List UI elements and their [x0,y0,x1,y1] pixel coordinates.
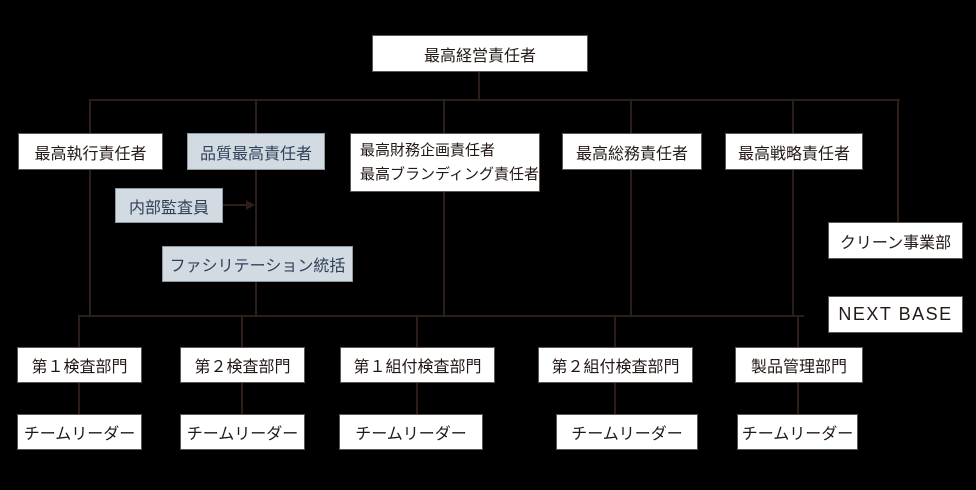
node-leader-1: チームリーダー [17,414,142,450]
node-leader-5: チームリーダー [737,414,858,450]
node-next-base-label: NEXT BASE [838,304,953,324]
connector-leader5 [797,383,799,415]
connector-cqo-bottom [255,169,257,317]
connector-leader1 [78,383,80,415]
node-coo-label: 最高執行責任者 [34,145,147,163]
node-cgao: 最高総務責任者 [562,133,702,170]
node-facilitation: ファシリテーション統括 [162,246,353,282]
node-cqo-label: 品質最高責任者 [199,145,312,163]
node-cso: 最高戦略責任者 [725,133,863,170]
node-leader-2: チームリーダー [180,414,305,450]
node-dept-1-label: 第１検査部門 [31,359,128,376]
connector-clean-division [897,99,899,223]
node-dept-5: 製品管理部門 [735,347,863,383]
connector-top-bus [89,99,900,101]
node-dept-2: 第２検査部門 [180,347,305,383]
node-internal-auditor: 内部監査員 [115,188,223,223]
connector-cqo-top [255,99,257,134]
node-leader-1-label: チームリーダー [23,426,136,443]
node-leader-2-label: チームリーダー [186,426,299,443]
node-dept-1: 第１検査部門 [17,347,142,383]
connector-coo-top [89,99,91,134]
node-dept-3: 第１組付検査部門 [340,347,495,383]
node-cso-label: 最高戦略責任者 [737,145,850,163]
auditor-arrow-head-icon [246,200,255,210]
node-ceo-label: 最高経営責任者 [423,47,536,65]
node-leader-5-label: チームリーダー [741,426,854,443]
connector-dept4-drop [614,315,616,348]
connector-dept3-drop [416,315,418,348]
connector-bottom-bus [78,315,804,317]
node-cfo-label: 最高財務企画責任者 [360,142,496,160]
auditor-arrow-shaft [223,204,248,206]
connector-leader2 [241,383,243,415]
connector-cfo-top [443,99,445,134]
node-leader-3-label: チームリーダー [355,426,467,443]
node-internal-auditor-label: 内部監査員 [128,199,209,217]
node-clean-division-label: クリーン事業部 [839,234,952,252]
node-ceo: 最高経営責任者 [372,35,588,72]
node-cfo-cbo: 最高財務企画責任者 最高ブランディング責任者 [350,133,540,192]
node-coo: 最高執行責任者 [18,133,163,170]
connector-coo-bottom [89,169,91,317]
node-leader-4-label: チームリーダー [571,426,683,443]
node-cqo: 品質最高責任者 [187,133,325,170]
node-cgao-label: 最高総務責任者 [575,145,688,163]
node-dept-2-label: 第２検査部門 [194,359,291,376]
connector-ceo-drop [478,72,480,101]
node-dept-4-label: 第２組付検査部門 [551,359,680,376]
connector-leader3 [416,383,418,415]
node-cbo-label: 最高ブランディング責任者 [360,165,539,183]
connector-dept5-drop [797,315,799,348]
connector-cfo-bottom [443,191,445,317]
node-next-base: NEXT BASE [828,296,963,333]
connector-leader4 [614,383,616,415]
connector-dept2-drop [241,315,243,348]
connector-cgao-bottom [630,169,632,317]
node-dept-4: 第２組付検査部門 [538,347,693,383]
node-leader-4: チームリーダー [556,414,698,450]
node-facilitation-label: ファシリテーション統括 [169,258,346,275]
node-clean-division: クリーン事業部 [828,222,963,259]
connector-cso-top [792,99,794,134]
connector-cgao-top [630,99,632,134]
node-leader-3: チームリーダー [339,414,483,450]
node-dept-5-label: 製品管理部門 [750,359,847,376]
connector-cso-bottom [792,169,794,317]
connector-dept1-drop [78,315,80,348]
node-dept-3-label: 第１組付検査部門 [353,359,482,376]
